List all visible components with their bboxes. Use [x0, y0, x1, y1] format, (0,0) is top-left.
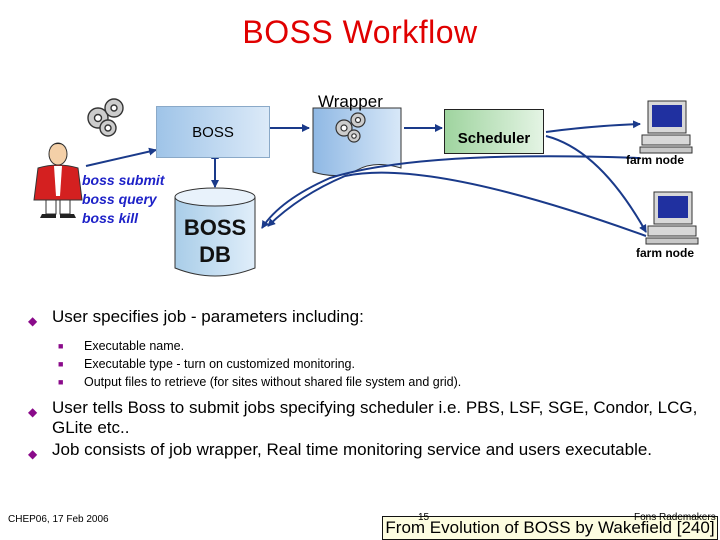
square-bullet-icon: ■: [58, 377, 64, 387]
command-kill: boss kill: [82, 210, 139, 226]
diamond-bullet-icon: ◆: [28, 314, 38, 328]
farm-node-label: farm node: [636, 246, 695, 260]
bullet-item: ◆ User tells Boss to submit jobs specify…: [28, 398, 718, 438]
user-commands: boss submit boss query boss kill: [82, 171, 164, 228]
sub-bullet-item: ■ Output files to retrieve (for sites wi…: [28, 373, 718, 391]
bullet-text: User specifies job - parameters includin…: [52, 307, 364, 326]
command-query: boss query: [82, 191, 157, 207]
gears-icon: [87, 98, 124, 137]
slide-title: BOSS Workflow: [242, 14, 478, 50]
sub-bullet-list: ■ Executable name. ■ Executable type - t…: [28, 337, 718, 391]
scheduler-box: Scheduler: [444, 109, 544, 154]
arrow-farm1-to-db: [261, 155, 641, 229]
sub-bullet-text: Executable type - turn on customized mon…: [84, 357, 355, 371]
diamond-bullet-icon: ◆: [28, 447, 38, 461]
arrow-user-to-boss: [85, 147, 157, 167]
database-label-line1: BOSS: [183, 215, 247, 240]
farm-node-label: farm node: [626, 153, 685, 167]
bullet-list: ◆ User specifies job - parameters includ…: [28, 307, 718, 461]
arrow-scheduler-to-farm2: [545, 135, 647, 233]
bullet-text: Job consists of job wrapper, Real time m…: [52, 440, 653, 459]
diamond-bullet-icon: ◆: [28, 405, 38, 419]
wrapper-label: Wrapper: [318, 92, 383, 111]
bullet-text: User tells Boss to submit jobs specifyin…: [52, 398, 698, 437]
person-icon: [33, 142, 83, 218]
computer-icon: [639, 100, 693, 154]
database-label: BOSS DB: [180, 214, 250, 268]
arrow-scheduler-to-farm1: [545, 120, 641, 133]
footer-author: Fons Rademakers: [634, 512, 716, 523]
slide-number: 15: [418, 512, 430, 523]
database-icon: [174, 187, 256, 277]
square-bullet-icon: ■: [58, 341, 64, 351]
arrow-farm2-to-db: [267, 171, 647, 237]
sub-bullet-text: Executable name.: [84, 339, 185, 353]
bullet-item: ◆ User specifies job - parameters includ…: [28, 307, 718, 328]
footer-date: CHEP06, 17 Feb 2006: [8, 514, 109, 525]
computer-icon: [645, 191, 699, 245]
square-bullet-icon: ■: [58, 359, 64, 369]
command-submit: boss submit: [82, 172, 165, 188]
sub-bullet-item: ■ Executable name.: [28, 337, 718, 355]
database-label-line2: DB: [199, 242, 231, 267]
bullet-item: ◆ Job consists of job wrapper, Real time…: [28, 440, 718, 461]
sub-bullet-item: ■ Executable type - turn on customized m…: [28, 355, 718, 373]
boss-box: BOSS: [156, 106, 270, 158]
sub-bullet-text: Output files to retrieve (for sites with…: [84, 375, 462, 389]
document-icon: [312, 107, 402, 176]
